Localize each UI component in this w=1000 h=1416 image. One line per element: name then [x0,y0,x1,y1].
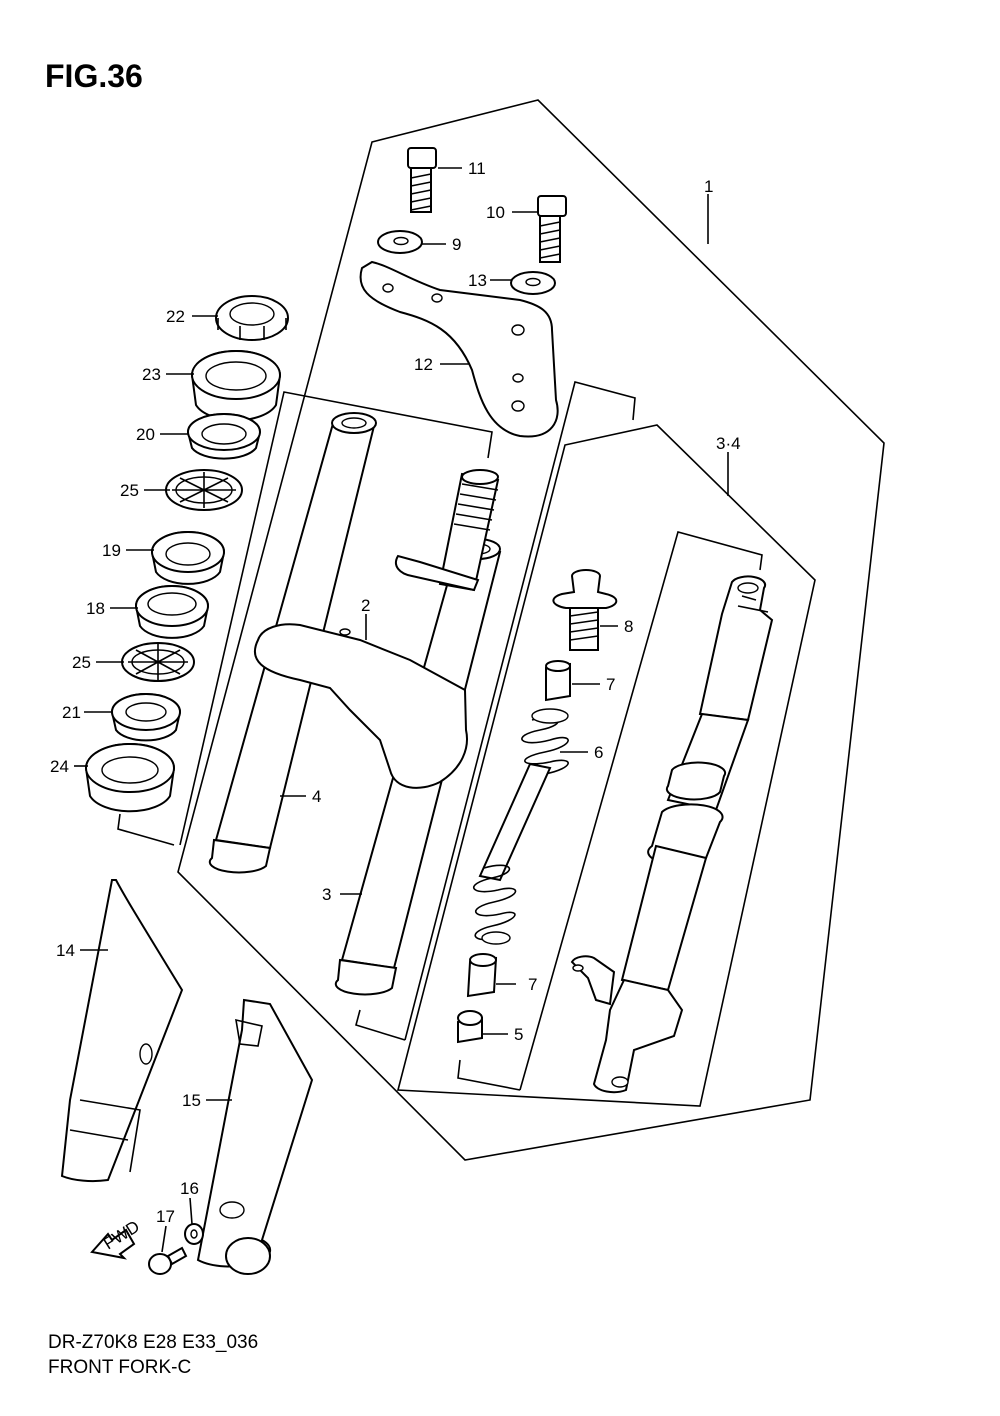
callout-19: 19 [102,541,121,560]
inner-frame-outline [404,381,636,1041]
callout-16: 16 [180,1179,199,1198]
callout-11: 11 [468,159,486,178]
forward-direction-arrow-icon: FWD [90,1217,143,1260]
callout-1: 1 [704,177,713,196]
part-18-race [134,585,210,639]
part-16-washer [184,1223,204,1245]
part-6-spring-lower [472,864,517,945]
callout-25-lower: 25 [72,653,91,672]
callout-13: 13 [468,271,487,290]
callout-17: 17 [156,1207,175,1226]
part-19-race [150,531,226,585]
part-9-washer [377,230,423,254]
figure-caption: FRONT FORK-C [48,1357,192,1378]
callout-10: 10 [486,203,505,222]
callout-22: 22 [166,307,185,326]
part-17-bolt [148,1246,188,1275]
callout-12: 12 [414,355,433,374]
part-20-race [186,413,262,460]
callout-18: 18 [86,599,105,618]
callout-5: 5 [514,1025,523,1044]
part-21-race [110,693,182,742]
figure-title: FIG.36 [45,58,143,94]
callout-4: 4 [312,787,321,806]
part-15-outer-cover [196,998,314,1275]
part-23-dust-seal [190,350,282,422]
damper-frame-outline [519,531,763,1091]
part-5-cap [457,1010,483,1044]
callout-7-lower: 7 [528,975,537,994]
part-10-bolt [537,195,567,263]
assembly-3-4-outline [396,424,816,1107]
part-2-bottom-bracket [253,554,480,789]
callout-2: 2 [361,596,370,615]
part-11-bolt [407,147,437,213]
callout-23: 23 [142,365,161,384]
fork-frame-outline-2 [179,391,493,846]
part-7-collar-upper [545,660,571,702]
callout-7-upper: 7 [606,675,615,694]
leader-lines [74,167,729,1253]
part-24-seal [84,743,176,813]
fork-frame-outline-3 [355,1009,406,1041]
part-3-4-damper [570,575,774,1094]
callout-20: 20 [136,425,155,444]
callout-3-4: 3·4 [716,434,741,453]
callout-15: 15 [182,1091,201,1110]
part-25-ball-ring-upper [165,469,243,511]
part-13-washer [510,271,556,295]
part-25-ball-ring-lower [121,642,195,682]
part-12-bracket [359,260,559,438]
callout-21: 21 [62,703,81,722]
callout-25-upper: 25 [120,481,139,500]
part-7-collar-lower [466,953,498,998]
inner-frame-outline-2 [457,1059,521,1091]
callout-14: 14 [56,941,75,960]
part-14-fork-cover [60,879,184,1183]
model-code: DR-Z70K8 E28 E33_036 [48,1332,259,1353]
part-6-rod [478,762,552,882]
callout-6: 6 [594,743,603,762]
part-6-spring-upper [521,708,569,775]
fork-frame-outline [117,813,175,846]
part-8-spring-seat [552,569,618,651]
callout-24: 24 [50,757,69,776]
callout-9: 9 [452,235,461,254]
callout-3: 3 [322,885,331,904]
part-22-nut [215,295,289,341]
callout-8: 8 [624,617,633,636]
assembly-1-outline [177,99,885,1161]
